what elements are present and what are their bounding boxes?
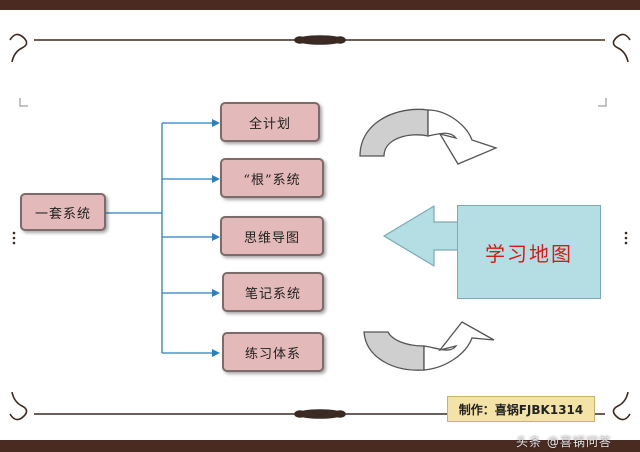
- branch-node-plan: 全计划: [220, 102, 320, 142]
- left-arrow: [382, 204, 459, 268]
- branch-node-label: 练习体系: [244, 346, 301, 362]
- branch-node-notes: 笔记系统: [222, 272, 324, 312]
- branch-node-root-system: “根”系统: [220, 158, 324, 198]
- learning-map-label: 学习地图: [485, 241, 573, 266]
- watermark-text: 头条 @喜锅问答: [516, 435, 612, 449]
- diagram-canvas: 一套系统 全计划 “根”系统 思维导图 笔记系统 练习体系 学习地图 制作：喜锅…: [0, 10, 640, 449]
- connector-arrowheads: [212, 119, 220, 357]
- branch-node-label: 笔记系统: [244, 286, 301, 302]
- side-ornaments: [12, 231, 628, 245]
- branch-node-label: 思维导图: [243, 230, 300, 246]
- curved-arrow-top: [359, 108, 498, 165]
- learning-map-box: 学习地图: [457, 205, 601, 299]
- watermark: 头条 @喜锅问答: [516, 433, 612, 450]
- credit-label: 制作：喜锅FJBK1314: [447, 396, 595, 422]
- connector-lines: [104, 122, 214, 354]
- branch-node-practice: 练习体系: [222, 332, 324, 372]
- curved-arrow-bottom: [363, 321, 495, 371]
- branch-node-mind-map: 思维导图: [220, 216, 324, 256]
- branch-node-label: “根”系统: [243, 172, 301, 188]
- branch-node-label: 全计划: [248, 116, 291, 132]
- credit-text: 制作：喜锅FJBK1314: [458, 402, 584, 417]
- root-node-label: 一套系统: [34, 206, 91, 222]
- top-ornament: [9, 33, 631, 63]
- corner-marks: [19, 98, 607, 107]
- root-node: 一套系统: [20, 193, 106, 231]
